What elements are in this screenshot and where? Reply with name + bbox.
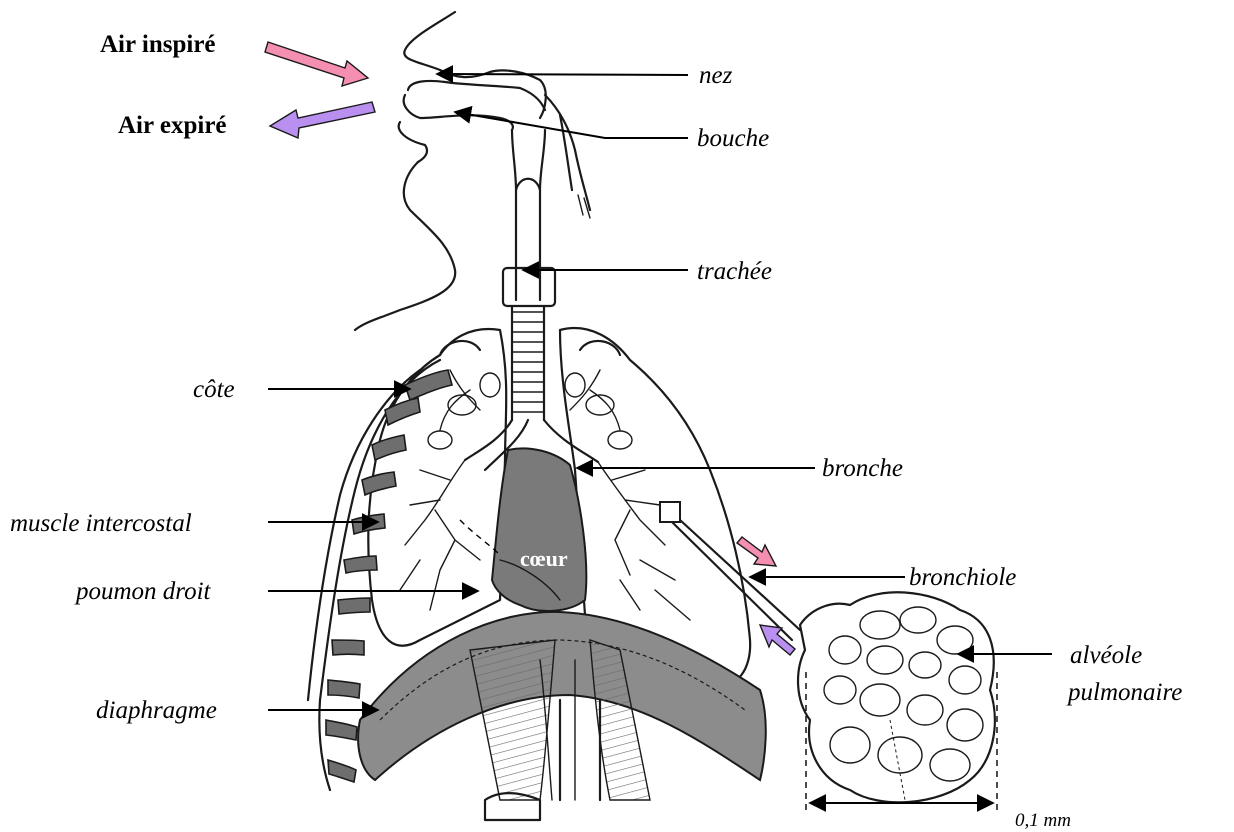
cote-label: côte (193, 376, 235, 403)
heart-drawing: cœur (460, 448, 586, 611)
bronchiole-label: bronchiole (909, 564, 1016, 591)
bronche-label: bronche (822, 455, 903, 482)
muscle-intercostal-label: muscle intercostal (10, 510, 192, 537)
alveolus-enlargement (660, 502, 995, 802)
scale-label: 0,1 mm (1015, 810, 1071, 831)
alveole-label-line1: alvéole (1070, 642, 1142, 669)
alveolus-out-arrow (760, 625, 795, 655)
expired-air-arrow (270, 102, 375, 138)
trachea-drawing (503, 130, 555, 420)
diaphragme-label: diaphragme (96, 697, 217, 724)
heart-label: cœur (520, 546, 568, 571)
poumon-droit-label: poumon droit (74, 578, 212, 605)
nez-label: nez (699, 62, 733, 89)
diaphragm-drawing (358, 612, 766, 820)
trachee-label: trachée (697, 258, 772, 285)
inspired-air-arrow (265, 42, 368, 86)
air-inspire-label: Air inspiré (100, 31, 216, 58)
alveolus-in-arrow (737, 537, 776, 566)
alveole-label-line2: pulmonaire (1066, 679, 1182, 706)
air-expire-label: Air expiré (118, 112, 227, 139)
bouche-label: bouche (697, 125, 769, 152)
